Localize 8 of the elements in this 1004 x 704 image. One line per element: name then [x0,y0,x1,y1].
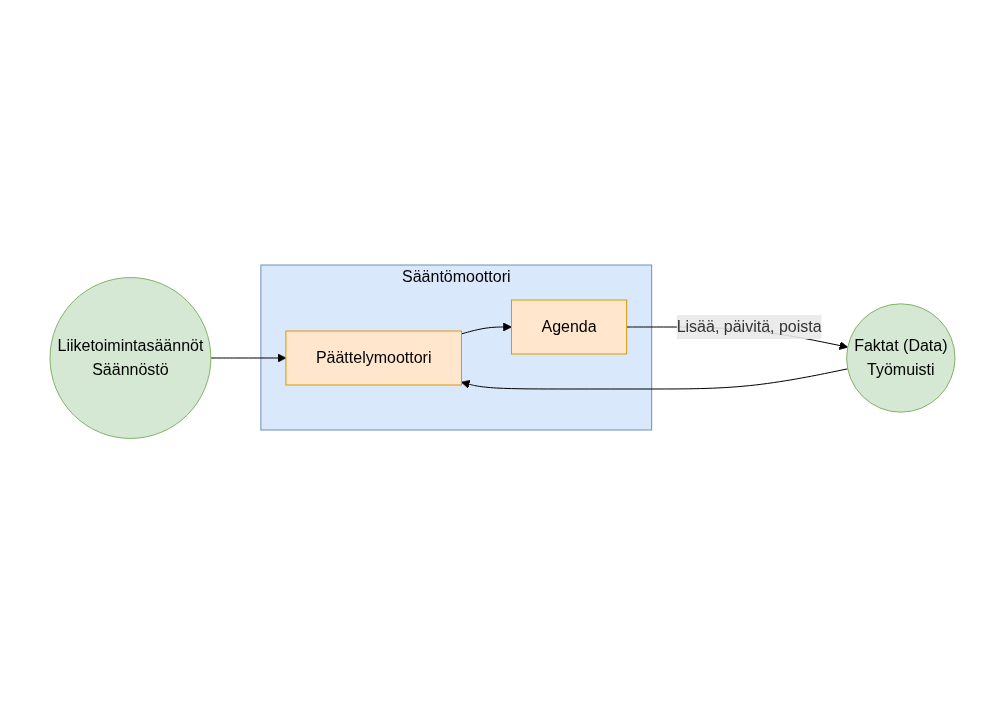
node-circle: Faktat (Data) Työmuisti [845,303,955,413]
node-box: Päättelymoottori [284,330,462,386]
arrow [460,322,512,335]
edge-label: Lisää, päivitä, poista [676,318,822,336]
arrow [460,368,848,390]
node-circle: Liiketoimintasäännöt Säännöstö [49,277,211,440]
node-box: Agenda [510,299,627,355]
arrow [209,353,286,363]
